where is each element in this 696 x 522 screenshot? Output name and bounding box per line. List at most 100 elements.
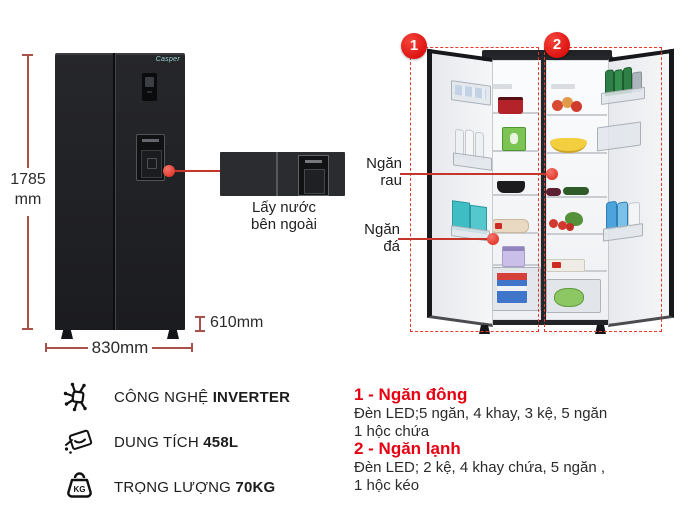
- fridge-shelf-3: [547, 196, 607, 198]
- width-dim-line-left: [46, 347, 88, 349]
- food-apple-2: [562, 97, 573, 108]
- feature-inverter-label: CÔNG NGHỆ: [114, 389, 209, 406]
- dispenser-caption-line2: bên ngoài: [251, 216, 317, 233]
- food-tomato-3: [566, 223, 574, 231]
- display-dots: [147, 91, 152, 93]
- food-apple-1: [552, 100, 563, 111]
- package-label: [552, 262, 561, 268]
- height-dim-label: 1785 mm: [2, 170, 54, 210]
- inset-door-gap: [276, 152, 278, 196]
- dispenser-tray: [141, 150, 162, 178]
- height-dim-line-upper: [27, 55, 29, 168]
- kg-icon-text: KG: [74, 485, 86, 494]
- fridge-shelf-2: [547, 152, 607, 154]
- closed-fridge-body: Casper: [55, 53, 185, 330]
- feature-capacity-value: 458L: [203, 434, 239, 451]
- water-dispenser: [136, 134, 165, 181]
- capacity-carton-icon: [60, 424, 96, 465]
- dispenser-inset: [220, 152, 345, 196]
- ice-pointer-line: [398, 238, 490, 240]
- open-fridge-foot-left: [479, 325, 490, 334]
- fridge-zone-outline: [544, 47, 662, 332]
- marker-badge-freezer: 1: [401, 33, 427, 59]
- width-dim-tick-left: [45, 343, 47, 352]
- feature-row-inverter: CÔNG NGHỆ INVERTER: [60, 379, 350, 417]
- food-tomato-2: [558, 221, 567, 230]
- height-dim-line-lower: [27, 216, 29, 328]
- fridge-shelf-1: [547, 114, 607, 116]
- kettlebell-weight-icon: KG: [60, 467, 98, 510]
- veg-label-line2: rau: [380, 172, 402, 189]
- feature-row-weight: KG TRỌNG LƯỢNG 70KG: [60, 467, 350, 507]
- veg-pointer-dot: [546, 168, 558, 180]
- legend-fridge-line1: Đèn LED; 2 kệ, 4 khay chứa, 5 ngăn ,: [354, 459, 606, 476]
- dispenser-label-bar: [142, 139, 159, 142]
- food-cabbage: [554, 288, 584, 307]
- ice-compartment-label: Ngăn đá: [348, 221, 400, 255]
- dispenser-pointer-dot: [163, 165, 175, 177]
- ice-label-line2: đá: [383, 238, 400, 255]
- freezer-zone-outline: [410, 47, 539, 332]
- legend-fridge-line2: 1 hộc kéo: [354, 477, 420, 494]
- control-display: [142, 73, 157, 101]
- height-dim-cap-top: [22, 54, 33, 56]
- height-dim-cap-bottom: [22, 328, 33, 330]
- food-tomato-1: [549, 219, 558, 228]
- food-leafy-greens: [565, 212, 583, 226]
- width-dim-tick-right: [191, 343, 193, 352]
- fridge-foot-left: [61, 330, 73, 339]
- feature-capacity-text: DUNG TÍCH 458L: [114, 434, 238, 451]
- purple-tub-lid: [503, 247, 524, 251]
- icecream-box: [497, 273, 527, 303]
- height-value: 1785: [10, 171, 46, 188]
- food-apple-3: [571, 101, 582, 112]
- fridge-drawer: [546, 279, 601, 313]
- food-cucumber: [563, 187, 589, 195]
- freezer-sticker: [490, 84, 512, 89]
- brand-logo: Casper: [155, 56, 180, 63]
- feature-capacity-label: DUNG TÍCH: [114, 434, 199, 451]
- depth-dim-cap-bottom: [195, 330, 205, 332]
- inset-dispenser: [298, 155, 329, 196]
- freezer-shelf-2: [488, 150, 538, 152]
- food-green-box: [502, 127, 526, 151]
- door-gap-highlight: [115, 53, 116, 330]
- legend-freezer-line2: 1 hộc chứa: [354, 423, 430, 440]
- veg-pointer-line: [400, 173, 548, 175]
- feature-weight-label: TRỌNG LƯỢNG: [114, 479, 232, 496]
- ice-label-line1: Ngăn: [364, 221, 400, 238]
- fridge-sticker: [551, 84, 575, 89]
- veg-compartment-label: Ngăn rau: [350, 155, 402, 189]
- unit-base: [483, 316, 613, 325]
- food-red-pot: [498, 97, 523, 114]
- freezer-shelf-3: [488, 194, 538, 196]
- dispenser-cup-icon: [147, 158, 157, 169]
- freezer-shelf-4: [488, 232, 538, 234]
- icecream-box-stripe: [497, 286, 527, 291]
- inset-dispenser-bar: [305, 160, 322, 163]
- inverter-circuit-icon: [60, 379, 96, 420]
- legend-fridge-title: 2 - Ngăn lạnh: [354, 439, 461, 458]
- feature-inverter-value: INVERTER: [212, 389, 291, 406]
- fridge-foot-right: [167, 330, 179, 339]
- dispenser-caption-line1: Lấy nước: [251, 199, 317, 216]
- ice-pointer-dot: [487, 233, 499, 245]
- green-box-label: [510, 133, 518, 144]
- feature-row-capacity: DUNG TÍCH 458L: [60, 424, 350, 462]
- depth-dim-label: 610mm: [210, 314, 264, 331]
- food-white-package: [546, 259, 585, 272]
- height-unit: mm: [14, 191, 42, 208]
- icecream-box-top: [497, 273, 527, 280]
- freezer-drawer: [489, 267, 541, 311]
- feature-inverter-text: CÔNG NGHỆ INVERTER: [114, 389, 290, 406]
- door-gap: [113, 53, 115, 330]
- open-fridge-foot-right: [595, 325, 606, 334]
- width-dim-label: 830mm: [91, 338, 149, 357]
- inset-dispenser-tray: [304, 169, 325, 194]
- dispenser-caption: Lấy nước bên ngoài: [215, 199, 353, 233]
- feature-weight-text: TRỌNG LƯỢNG 70KG: [114, 479, 275, 496]
- food-black-basket: [497, 181, 525, 193]
- food-purple-tub: [502, 246, 525, 267]
- food-grapes: [546, 188, 561, 196]
- legend-freezer-line1: Đèn LED;5 ngăn, 4 khay, 3 kệ, 5 ngăn: [354, 405, 608, 422]
